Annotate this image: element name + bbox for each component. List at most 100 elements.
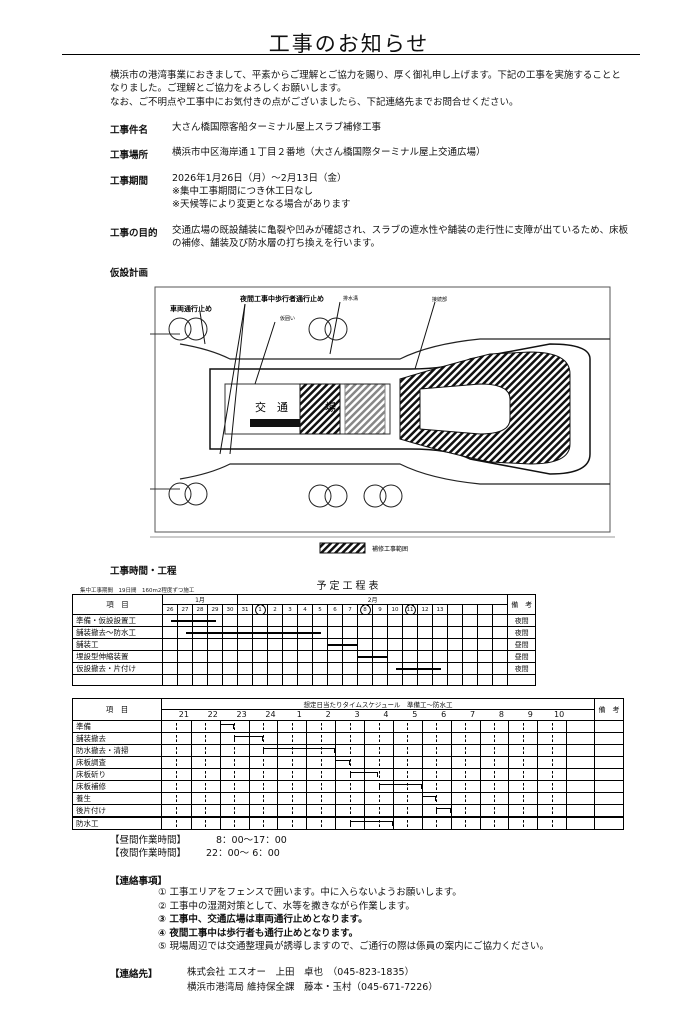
half-hour-tick	[522, 723, 524, 730]
hour-gridline	[537, 818, 539, 829]
hour-gridline	[335, 818, 337, 829]
half-hour-tick	[320, 723, 322, 730]
half-hour-tick	[291, 759, 293, 766]
half-hour-tick	[407, 783, 409, 790]
half-hour-tick	[320, 735, 322, 742]
day-cell	[492, 604, 509, 615]
half-hour-tick	[436, 747, 438, 754]
timeline-bar	[234, 736, 264, 741]
hour-gridline	[421, 721, 423, 732]
hour-gridline	[537, 757, 539, 768]
hour-gridline	[566, 793, 568, 804]
plan-heading: 仮設計画	[110, 268, 149, 279]
label-plaza: 場	[325, 401, 336, 414]
hour-gridline	[190, 781, 192, 792]
half-hour-tick	[465, 807, 467, 814]
schedule-bar	[170, 620, 216, 622]
half-hour-tick	[263, 735, 265, 742]
timeline-row: 防水撤去・清掃	[72, 744, 624, 757]
schedule-row: 舗装工昼間	[72, 638, 537, 651]
half-hour-tick	[407, 747, 409, 754]
half-hour-tick	[407, 723, 409, 730]
hour-gridline	[392, 721, 394, 732]
notices-list: ① 工事エリアをフェンスで囲います。中に入らないようお願いします。 ② 工事中の…	[158, 886, 549, 954]
place-value: 横浜市中区海岸通１丁目２番地（大さん橋国際ターミナル屋上交通広場）	[172, 147, 486, 158]
schedule-item: 埋設型伸縮装置	[72, 650, 163, 663]
month-jan: 1月	[161, 594, 239, 605]
hour-gridline	[277, 721, 279, 732]
notice-item: ⑤ 現場周辺では交通整理員が誘導しますので、ご通行の際は係員の案内にご協力くださ…	[158, 941, 549, 952]
hour-gridline	[392, 733, 394, 744]
half-hour-tick	[176, 820, 178, 827]
hour-gridline	[421, 781, 423, 792]
purpose-label: 工事の目的	[110, 228, 158, 239]
hour-gridline	[508, 745, 510, 756]
half-hour-tick	[349, 807, 351, 814]
hour-label: 3	[354, 710, 360, 719]
title-divider	[62, 54, 640, 55]
timeline-bar	[349, 772, 379, 777]
hour-gridline	[306, 733, 308, 744]
half-hour-tick	[176, 795, 178, 802]
half-hour-tick	[176, 723, 178, 730]
schedule-item: 仮設撤去・片付け	[72, 662, 163, 675]
half-hour-tick	[378, 735, 380, 742]
half-hour-tick	[263, 783, 265, 790]
hour-gridline	[248, 745, 250, 756]
hour-label: 23	[236, 710, 247, 719]
hour-gridline	[335, 793, 337, 804]
hour-gridline	[479, 769, 481, 780]
hour-gridline	[364, 805, 366, 816]
half-hour-tick	[551, 747, 553, 754]
intro-line: なりました。ご理解とご協力をよろしくお願いします。	[110, 83, 347, 94]
night-hours-label: 【夜間作業時間】	[110, 848, 187, 859]
hour-gridline	[479, 745, 481, 756]
half-hour-tick	[522, 820, 524, 827]
hour-gridline	[479, 793, 481, 804]
hour-gridline	[421, 805, 423, 816]
hour-gridline	[306, 805, 308, 816]
half-hour-tick	[205, 723, 207, 730]
day-cell: 8	[357, 604, 374, 615]
hour-gridline	[392, 781, 394, 792]
hour-gridline	[190, 769, 192, 780]
schedule-item: 準備・仮設設置工	[72, 614, 163, 627]
hour-gridline	[364, 721, 366, 732]
name-label: 工事件名	[110, 125, 149, 136]
timeline-row: 床板補修	[72, 780, 624, 793]
hour-gridline	[537, 733, 539, 744]
month-feb: 2月	[237, 594, 509, 605]
half-hour-tick	[320, 820, 322, 827]
hour-gridline	[566, 757, 568, 768]
site-plan-drawing: 車両通行止め 夜間工事中歩行者通行止め 排水溝 仮囲い 接続部 交 通 場 補修…	[150, 286, 615, 554]
label-fence: 仮囲い	[280, 315, 295, 322]
day-cell: 30	[221, 604, 239, 615]
hour-gridline	[450, 745, 452, 756]
hour-gridline	[190, 793, 192, 804]
day-cell	[462, 604, 479, 615]
hour-gridline	[277, 781, 279, 792]
item-header: 項 目	[72, 594, 163, 615]
schedule-row: 準備・仮設設置工夜間	[72, 614, 537, 627]
hour-gridline	[190, 818, 192, 829]
half-hour-tick	[522, 759, 524, 766]
half-hour-tick	[465, 759, 467, 766]
timeline-item: 養生	[72, 792, 162, 805]
schedule-bar	[358, 656, 389, 658]
timeline-bar	[436, 808, 451, 813]
half-hour-tick	[522, 747, 524, 754]
half-hour-tick	[465, 735, 467, 742]
schedule-row: 埋設型伸縮装置昼間	[72, 650, 537, 663]
label-traffic: 交 通	[255, 400, 288, 414]
half-hour-tick	[263, 723, 265, 730]
day-cell: 5	[312, 604, 329, 615]
schedule-item: 舗装撤去～防水工	[72, 626, 163, 639]
half-hour-tick	[493, 783, 495, 790]
half-hour-tick	[407, 820, 409, 827]
hour-gridline	[508, 721, 510, 732]
hour-gridline	[479, 721, 481, 732]
half-hour-tick	[291, 735, 293, 742]
timeline-row: 舗装撤去	[72, 732, 624, 745]
hour-gridline	[364, 757, 366, 768]
half-hour-tick	[378, 747, 380, 754]
